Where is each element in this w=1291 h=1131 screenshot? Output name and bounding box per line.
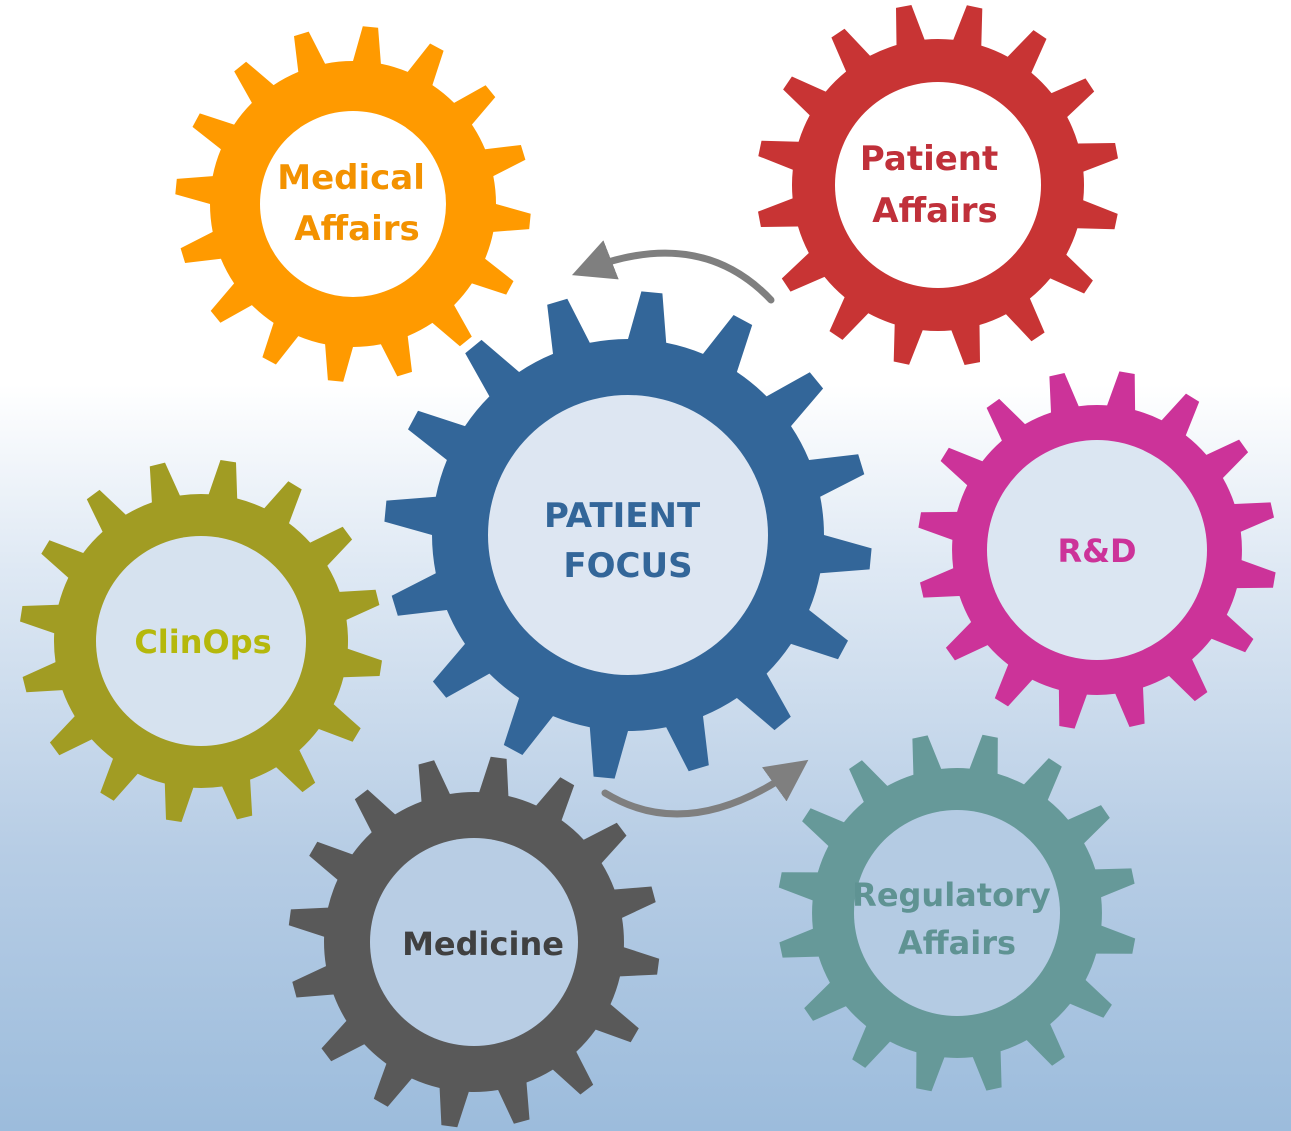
gear-medicine-label: Medicine <box>402 925 564 963</box>
gear-regulatory-affairs-label-line-2: Affairs <box>898 924 1016 962</box>
gear-patient-focus-label-line-2: FOCUS <box>563 546 692 586</box>
gear-medical-affairs-label: Medical Affairs <box>277 158 436 249</box>
gear-medical-affairs-label-line-2: Affairs <box>294 209 419 249</box>
gear-clinops: ClinOps <box>20 460 382 822</box>
gear-medical-affairs-hub <box>260 111 446 297</box>
gear-patient-focus-label: PATIENT FOCUS <box>544 496 712 586</box>
gear-medical-affairs-label-line-1: Medical <box>277 158 425 198</box>
gear-medicine-hub <box>370 838 578 1046</box>
gear-r-and-d-hub <box>987 440 1207 660</box>
arrow-bottom <box>601 759 809 818</box>
gear-patient-focus-label-line-1: PATIENT <box>544 496 701 536</box>
gear-patient-affairs: Patient Affairs <box>758 5 1118 365</box>
gear-regulatory-affairs-label-line-1: Regulatory <box>852 876 1051 914</box>
gear-regulatory-affairs: Regulatory Affairs <box>778 734 1136 1092</box>
gear-r-and-d-label-line-1: R&D <box>1057 532 1136 570</box>
gear-patient-affairs-hub <box>835 82 1041 288</box>
gear-regulatory-affairs-hub <box>854 810 1060 1016</box>
gear-r-and-d-label: R&D <box>1057 532 1136 570</box>
gear-clinops-label: ClinOps <box>134 623 271 661</box>
gear-r-and-d: R&D <box>918 371 1276 729</box>
gear-patient-focus: PATIENT FOCUS <box>384 291 872 779</box>
gear-clinops-label-line-1: ClinOps <box>134 623 271 661</box>
gear-regulatory-affairs-label: Regulatory Affairs <box>852 876 1062 962</box>
gear-medical-affairs: Medical Affairs <box>175 26 531 382</box>
gear-medicine-label-line-1: Medicine <box>402 925 564 963</box>
gear-patient-focus-hub <box>488 395 768 675</box>
gear-patient-affairs-label-line-1: Patient <box>860 139 998 179</box>
gear-patient-affairs-label: Patient Affairs <box>860 139 1010 231</box>
gear-clinops-hub <box>96 536 306 746</box>
gear-patient-affairs-label-line-2: Affairs <box>872 191 997 231</box>
arrow-top <box>571 240 775 304</box>
gear-medicine: Medicine <box>288 756 660 1128</box>
